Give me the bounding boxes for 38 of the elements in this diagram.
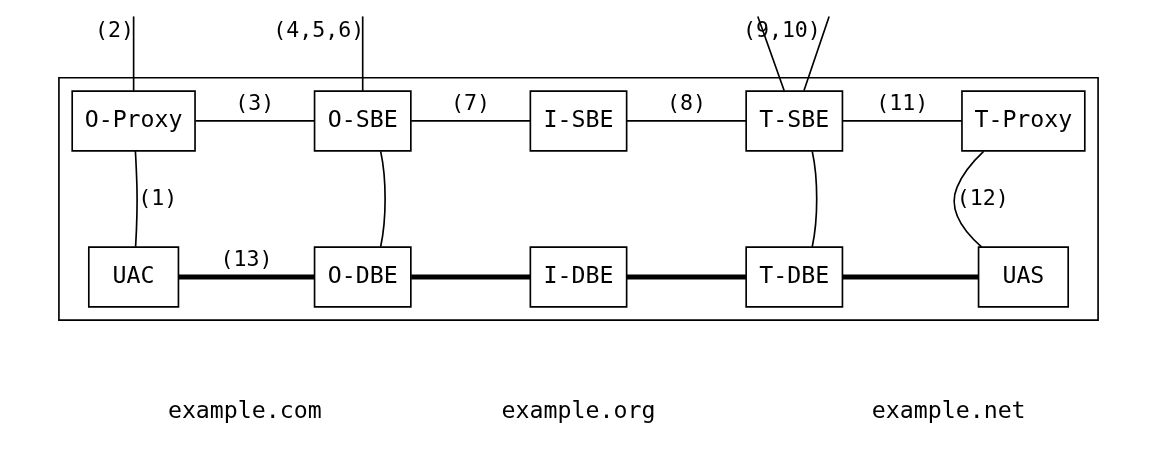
node-box: UAC <box>87 246 180 308</box>
edge-label: (7) <box>451 89 491 115</box>
label: example.org <box>501 395 656 423</box>
connector <box>132 15 135 92</box>
connector <box>626 274 746 280</box>
connector <box>361 15 364 92</box>
connector <box>842 274 979 280</box>
connector <box>953 150 985 248</box>
edge-label: (3) <box>235 89 275 115</box>
node-box: O-Proxy <box>71 90 196 152</box>
connector <box>811 150 818 248</box>
node-box: O-SBE <box>313 90 412 152</box>
connector <box>842 120 963 122</box>
node-box: UAS <box>977 246 1070 308</box>
edge-label: (1) <box>138 184 178 210</box>
connector <box>194 120 316 122</box>
label: example.com <box>167 395 322 423</box>
node-box: T-Proxy <box>961 90 1086 152</box>
connector <box>178 274 315 280</box>
node-box: T-DBE <box>745 246 844 308</box>
connector <box>410 120 532 122</box>
edge-label: (12) <box>956 184 1009 210</box>
label: example.net <box>871 395 1026 423</box>
cluster <box>58 76 1099 321</box>
connector <box>626 120 747 122</box>
edge-label: (4,5,6) <box>273 17 365 43</box>
edge-label: (8) <box>666 89 706 115</box>
node-box: O-DBE <box>313 246 412 308</box>
connector <box>411 274 531 280</box>
edge-label: (13) <box>220 246 273 272</box>
connector <box>134 150 138 248</box>
edge-label: (2) <box>95 17 135 43</box>
node-box: I-SBE <box>529 90 628 152</box>
connector <box>379 150 386 248</box>
edge-label: (11) <box>876 89 929 115</box>
node-box: I-DBE <box>529 246 628 308</box>
node-box: T-SBE <box>745 90 844 152</box>
connector <box>803 15 830 92</box>
